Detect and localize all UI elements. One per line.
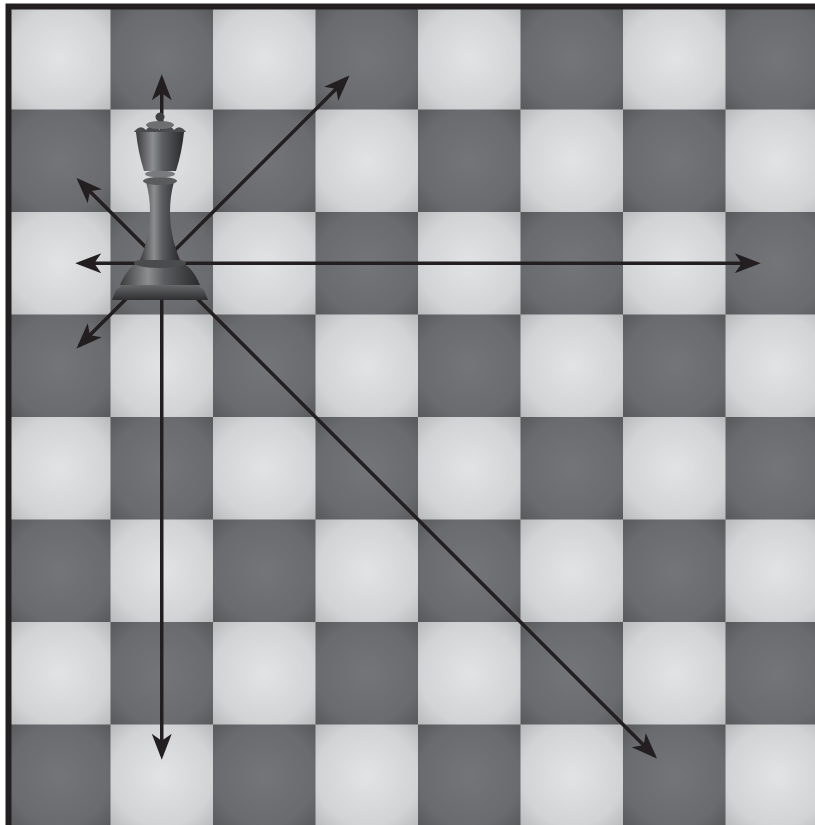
light-square [521, 725, 624, 825]
light-square [418, 417, 521, 520]
dark-square [316, 622, 419, 725]
light-square [726, 725, 815, 825]
light-square [8, 622, 111, 725]
dark-square [521, 7, 624, 110]
dark-square [726, 7, 815, 110]
dark-square [8, 520, 111, 623]
light-square [623, 417, 726, 520]
light-square [418, 622, 521, 725]
light-square [726, 520, 815, 623]
board-squares [8, 7, 815, 825]
light-square [521, 315, 624, 418]
light-square [213, 7, 316, 110]
light-square [521, 520, 624, 623]
dark-square [418, 725, 521, 825]
dark-square [623, 110, 726, 213]
dark-square [623, 520, 726, 623]
dark-square [726, 417, 815, 520]
dark-square [623, 315, 726, 418]
dark-square [213, 520, 316, 623]
light-square [316, 315, 419, 418]
light-square [316, 110, 419, 213]
light-square [316, 520, 419, 623]
light-square [213, 417, 316, 520]
light-square [521, 110, 624, 213]
dark-square [8, 725, 111, 825]
dark-square [418, 315, 521, 418]
light-square [623, 7, 726, 110]
light-square [8, 417, 111, 520]
dark-square [418, 110, 521, 213]
dark-square [521, 417, 624, 520]
light-square [418, 7, 521, 110]
light-square [8, 7, 111, 110]
dark-square [213, 725, 316, 825]
light-square [623, 622, 726, 725]
light-square [316, 725, 419, 825]
light-square [726, 110, 815, 213]
light-square [213, 622, 316, 725]
dark-square [726, 622, 815, 725]
light-square [726, 315, 815, 418]
